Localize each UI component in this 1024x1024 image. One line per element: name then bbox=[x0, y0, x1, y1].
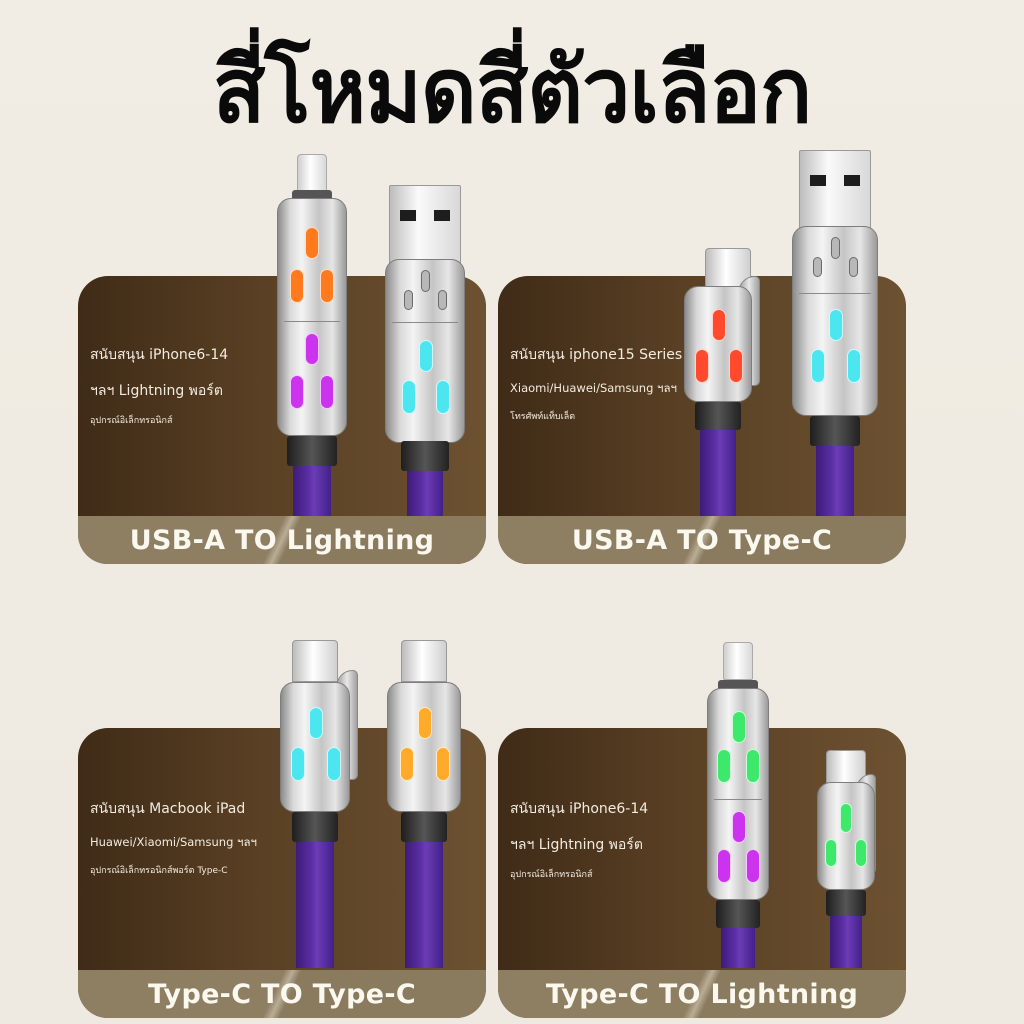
page-title: สี่โหมดสี่ตัวเลือก bbox=[212, 38, 812, 144]
connector-housing bbox=[792, 226, 878, 416]
lightning-cable bbox=[706, 640, 770, 968]
panel-label: USB-A TO Lightning bbox=[78, 516, 486, 564]
type-c-cable bbox=[680, 248, 776, 516]
type-c-cable bbox=[384, 640, 464, 968]
lightning-connector-icon bbox=[723, 642, 753, 680]
lightning-connector-icon bbox=[297, 154, 327, 192]
connector-housing bbox=[817, 782, 875, 890]
connector-housing bbox=[387, 682, 461, 812]
panel-description: สนับสนุน iPhone6-14 ฯลฯ Lightning พอร์ต … bbox=[510, 801, 649, 880]
type-c-connector-icon bbox=[401, 640, 447, 682]
connector-housing bbox=[277, 198, 347, 436]
type-c-connector-icon bbox=[292, 640, 338, 682]
type-c-cable bbox=[270, 640, 366, 968]
connector-housing bbox=[385, 259, 465, 443]
panel-description: สนับสนุน iPhone6-14 ฯลฯ Lightning พอร์ต … bbox=[90, 347, 229, 426]
panel-label: Type-C TO Type-C bbox=[78, 970, 486, 1018]
panel-description: สนับสนุน iphone15 Series Xiaomi/Huawei/S… bbox=[510, 347, 683, 422]
panel-description: สนับสนุน Macbook iPad Huawei/Xiaomi/Sams… bbox=[90, 801, 257, 876]
type-c-cable bbox=[806, 750, 886, 968]
usb-a-connector-icon bbox=[799, 150, 871, 230]
panel-label: Type-C TO Lightning bbox=[498, 970, 906, 1018]
connector-housing bbox=[280, 682, 350, 812]
connector-housing bbox=[707, 688, 769, 900]
usb-a-cable bbox=[790, 150, 880, 516]
lightning-cable bbox=[272, 150, 352, 516]
connector-housing bbox=[684, 286, 752, 402]
usb-a-cable bbox=[382, 185, 468, 516]
panel-label: USB-A TO Type-C bbox=[498, 516, 906, 564]
